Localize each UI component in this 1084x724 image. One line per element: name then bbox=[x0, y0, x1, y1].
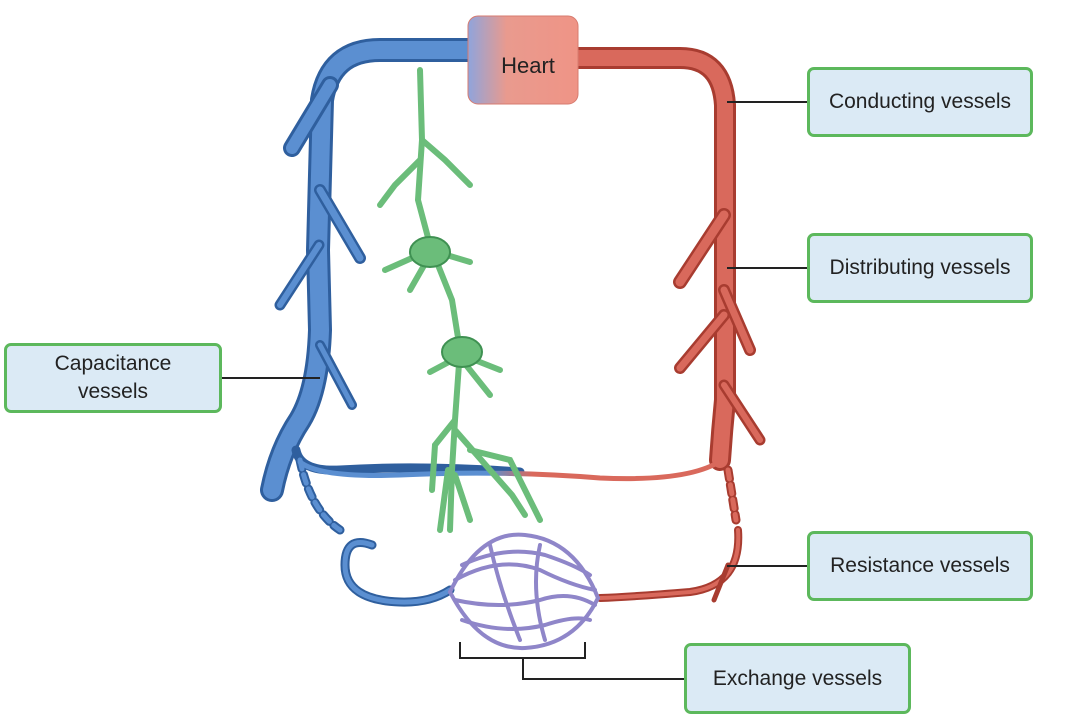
heart-box bbox=[467, 15, 579, 105]
heart-label: Heart bbox=[501, 53, 555, 78]
capillary-bed bbox=[448, 532, 600, 651]
exchange-vessels-text: Exchange vessels bbox=[712, 666, 883, 690]
veins bbox=[260, 38, 525, 607]
distributing-vessels-text: Distributing vessels bbox=[829, 256, 1011, 279]
exchange-vessels-label: Exchange vessels bbox=[684, 643, 911, 714]
resistance-vessels-label: Resistance vessels bbox=[807, 531, 1033, 601]
capacitance-vessels-text-line2: vessels bbox=[77, 380, 149, 403]
leader-lines bbox=[220, 101, 808, 680]
resistance-vessels-text: Resistance vessels bbox=[830, 554, 1010, 577]
arteries bbox=[564, 47, 766, 603]
lymphatic-vessels bbox=[377, 67, 543, 533]
lymph-node-lower bbox=[441, 336, 483, 368]
conducting-vessels-text: Conducting vessels bbox=[828, 90, 1012, 113]
conducting-vessels-label: Conducting vessels bbox=[807, 67, 1033, 137]
distributing-vessels-label: Distributing vessels bbox=[807, 233, 1033, 303]
capacitance-vessels-text-line1: Capacitance bbox=[54, 352, 172, 375]
lymph-node-upper bbox=[409, 236, 451, 268]
thoroughfare-vessel bbox=[297, 457, 725, 482]
capacitance-vessels-label: Capacitance vessels bbox=[4, 343, 222, 413]
